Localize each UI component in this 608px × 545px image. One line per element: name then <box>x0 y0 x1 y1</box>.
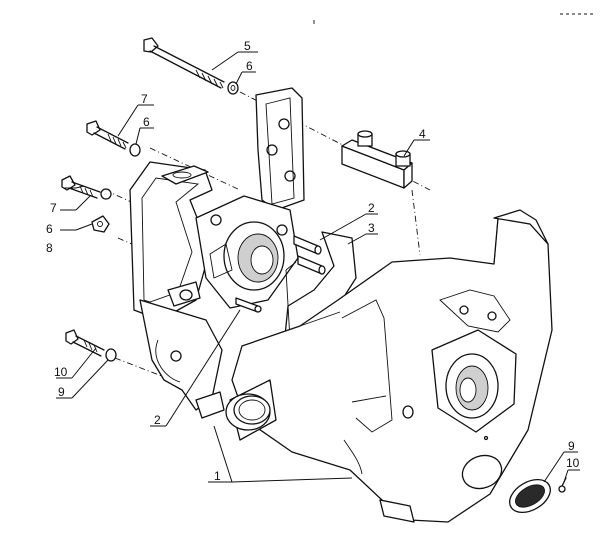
oil-seal <box>225 379 277 441</box>
bolt-lower <box>61 175 101 199</box>
callout-6: 6 <box>46 222 53 236</box>
bolt-upper <box>86 120 129 150</box>
washer-lower <box>100 188 112 200</box>
washer-upper <box>227 81 239 95</box>
callout-10: 10 <box>54 365 68 379</box>
callout-2: 2 <box>154 413 161 427</box>
scan-marks <box>313 13 596 24</box>
callout-8: 8 <box>46 241 53 255</box>
callout-5: 5 <box>244 39 251 53</box>
callout-labels: 5 6 7 6 4 7 6 8 2 3 10 9 2 1 9 10 <box>46 39 580 483</box>
callout-2: 2 <box>368 201 375 215</box>
callout-9: 9 <box>58 385 65 399</box>
callout-9: 9 <box>568 439 575 453</box>
callout-1: 1 <box>214 469 221 483</box>
dowel-pins <box>235 235 326 313</box>
callout-3: 3 <box>368 221 375 235</box>
callout-7: 7 <box>141 92 148 106</box>
cover-plate <box>509 478 551 514</box>
callout-4: 4 <box>419 127 426 141</box>
washer-mid <box>129 143 141 157</box>
clip <box>91 215 110 233</box>
bolt-left <box>65 329 105 357</box>
long-bolt <box>143 37 225 89</box>
callout-6: 6 <box>143 115 150 129</box>
callout-7: 7 <box>50 201 57 215</box>
crankcase-housing <box>129 87 553 523</box>
callout-6: 6 <box>246 59 253 73</box>
washer-left <box>105 348 117 362</box>
mounting-bracket <box>341 130 413 189</box>
leader-lines <box>56 51 580 483</box>
callout-10: 10 <box>566 456 580 470</box>
